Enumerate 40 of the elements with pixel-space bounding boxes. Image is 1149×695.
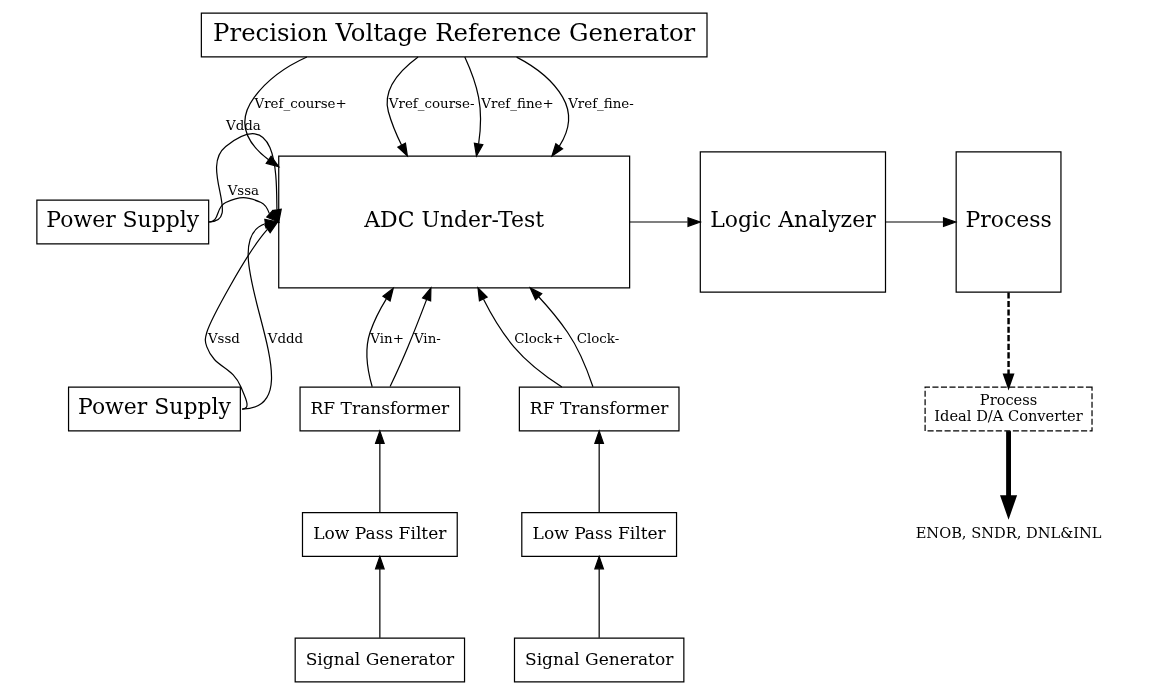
arrow: [374, 554, 385, 639]
node-box: RF Transformer: [518, 386, 680, 432]
node-box: Power Supply: [36, 199, 210, 245]
arrow: [386, 56, 419, 158]
node-box: Process: [955, 151, 1062, 293]
edge-label: Clock-: [576, 330, 620, 346]
arrow: [629, 216, 703, 228]
edge-label: Vin+: [370, 330, 404, 346]
edge-label: Vssd: [207, 330, 240, 346]
arrow: [389, 286, 432, 388]
edge-label: Vin-: [413, 330, 441, 346]
node-box: Signal Generator: [294, 637, 466, 683]
node-box: RF Transformer: [299, 386, 461, 432]
node-box: Low Pass Filter: [301, 512, 458, 558]
node-box: Signal Generator: [513, 637, 685, 683]
node-box: Precision Voltage Reference Generator: [200, 12, 708, 58]
edge-label: Vssa: [227, 182, 260, 198]
arrow: [884, 216, 958, 228]
edge-label: Clock+: [514, 330, 564, 346]
edge-label: Vref_course-: [388, 95, 475, 111]
node-box: Process Ideal D/A Converter: [924, 386, 1093, 432]
arrow: [374, 429, 385, 513]
arrow: [366, 286, 395, 388]
arrow: [594, 554, 605, 639]
arrow: [1000, 431, 1018, 520]
node-text: ENOB, SNDR, DNL&INL: [915, 524, 1102, 542]
arrow: [516, 56, 570, 158]
node-box: ADC Under-Test: [278, 155, 631, 289]
arrow: [464, 56, 484, 158]
edge-label: Vddd: [267, 330, 304, 346]
node-box: Power Supply: [67, 386, 241, 432]
edge-label: Vref_fine-: [568, 95, 634, 111]
arrow: [477, 286, 563, 388]
arrow: [594, 429, 605, 513]
edge-label: Vref_fine+: [481, 95, 554, 111]
arrow: [528, 286, 594, 388]
arrow: [1002, 292, 1015, 391]
node-box: Low Pass Filter: [521, 512, 678, 558]
node-box: Logic Analyzer: [699, 151, 887, 293]
edge-label: Vref_course+: [254, 95, 347, 111]
